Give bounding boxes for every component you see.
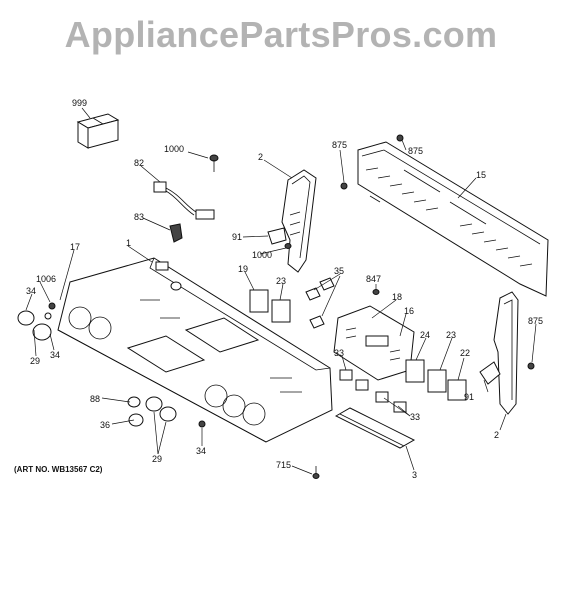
callout-15: 15 [476, 170, 486, 180]
callout-18: 18 [392, 292, 402, 302]
callout-17: 17 [70, 242, 80, 252]
callout-3: 3 [412, 470, 417, 480]
callout-36: 36 [100, 420, 110, 430]
callout-847: 847 [366, 274, 381, 284]
part-29-knobs-lower [127, 396, 206, 428]
callout-33-b: 33 [410, 412, 420, 422]
callout-2-left: 2 [258, 152, 263, 162]
leader-lines [25, 107, 537, 475]
part-2-end-cap-right [479, 291, 519, 415]
callout-19: 19 [238, 264, 248, 274]
callout-875-a: 875 [332, 140, 347, 150]
callout-16: 16 [404, 306, 414, 316]
callout-33-a: 33 [334, 348, 344, 358]
callout-1000-mid: 1000 [252, 250, 272, 260]
callout-91-left: 91 [232, 232, 242, 242]
callout-999: 999 [72, 98, 87, 108]
callout-22: 22 [460, 348, 470, 358]
callout-34-a: 34 [26, 286, 36, 296]
part-3-trim-strip [334, 407, 416, 449]
art-number-label: (ART NO. WB13567 C2) [14, 465, 103, 474]
part-2-end-cap-left [281, 169, 317, 273]
part-22-24-switches [405, 359, 467, 401]
callout-29-a: 29 [30, 356, 40, 366]
part-1-control-panel [57, 257, 333, 443]
part-999-kit-box [76, 113, 120, 149]
callout-875-b: 875 [408, 146, 423, 156]
part-19-23-switches [249, 277, 335, 329]
part-83-terminal [169, 223, 183, 243]
part-1006-screw [48, 302, 56, 310]
callout-83: 83 [134, 212, 144, 222]
callout-24: 24 [420, 330, 430, 340]
callout-34-c: 34 [196, 446, 206, 456]
part-91-clip-left [267, 227, 287, 245]
callout-34-b: 34 [50, 350, 60, 360]
part-875-screws [340, 134, 535, 370]
part-847-screw [372, 289, 380, 295]
callout-91-right: 91 [464, 392, 474, 402]
callout-1: 1 [126, 238, 131, 248]
callout-23-b: 23 [446, 330, 456, 340]
part-1000-screw-mid [284, 243, 292, 249]
part-82-wire-harness [153, 181, 215, 220]
callout-29-b: 29 [152, 454, 162, 464]
callout-1000-top: 1000 [164, 144, 184, 154]
callout-82: 82 [134, 158, 144, 168]
callout-1006: 1006 [36, 274, 56, 284]
part-15-rear-panel [357, 141, 549, 297]
callout-88: 88 [90, 394, 100, 404]
part-1000-screw-top [209, 154, 219, 172]
part-29-knobs-upper [17, 310, 52, 341]
callout-35: 35 [334, 266, 344, 276]
callout-23-a: 23 [276, 276, 286, 286]
callout-2-right: 2 [494, 430, 499, 440]
callout-715: 715 [276, 460, 291, 470]
part-715-screw [312, 466, 320, 479]
watermark-text: AppliancePartsPros.com [64, 14, 498, 55]
callout-875-c: 875 [528, 316, 543, 326]
